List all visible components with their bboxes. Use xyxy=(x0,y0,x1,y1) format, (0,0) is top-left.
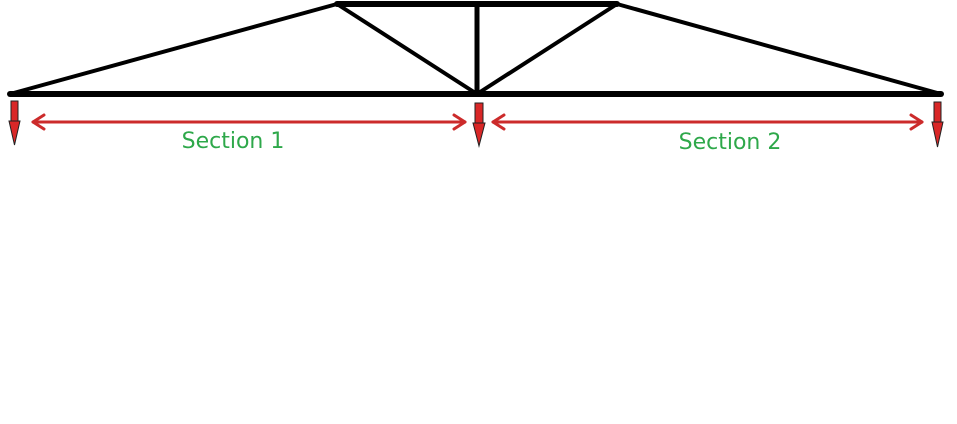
support-arrow-right xyxy=(931,101,944,148)
arrowhead-left xyxy=(31,113,46,131)
left-rafter xyxy=(8,2,339,96)
arrowhead-right xyxy=(909,113,924,131)
support-arrow-center xyxy=(472,102,486,148)
section-1-label: Section 1 xyxy=(182,129,285,154)
span-arrow-section-2 xyxy=(491,113,924,131)
span-arrow-section-1 xyxy=(31,113,467,131)
right-web-member xyxy=(475,2,619,96)
right-rafter xyxy=(615,2,943,96)
section-2-label: Section 2 xyxy=(679,130,782,155)
support-arrow-left xyxy=(8,100,21,146)
arrowhead-right xyxy=(452,113,467,131)
truss xyxy=(7,1,944,97)
left-web-member xyxy=(335,2,479,96)
arrowhead-left xyxy=(491,113,506,131)
